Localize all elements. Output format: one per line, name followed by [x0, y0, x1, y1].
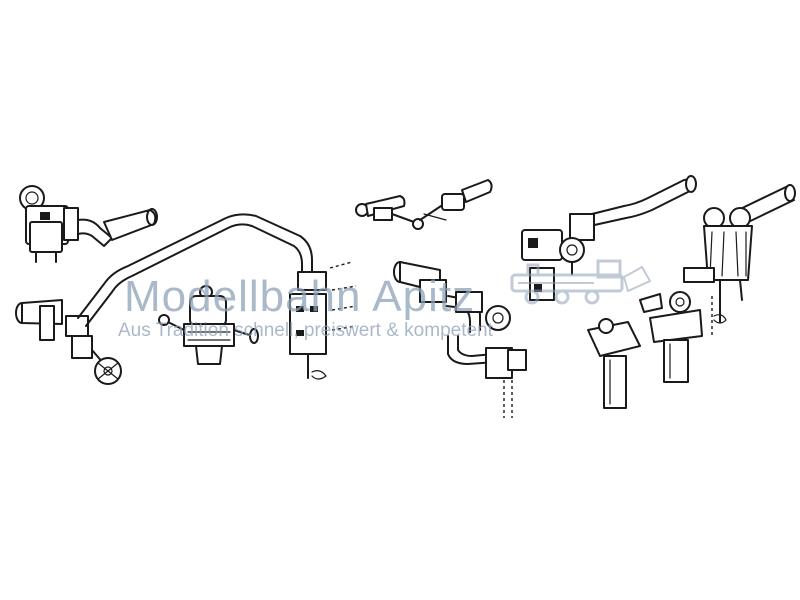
linkage-part-icon — [355, 179, 493, 230]
locomotive-watermark-icon — [510, 259, 652, 305]
valve-part-icon — [19, 185, 158, 263]
pump-part-icon — [158, 285, 259, 365]
bracket-part-icon — [683, 184, 796, 324]
pipe-part-icon — [15, 213, 357, 380]
pipe-part-icon — [393, 261, 527, 418]
handwheel-icon — [71, 335, 122, 385]
valve-part-icon — [587, 291, 713, 409]
